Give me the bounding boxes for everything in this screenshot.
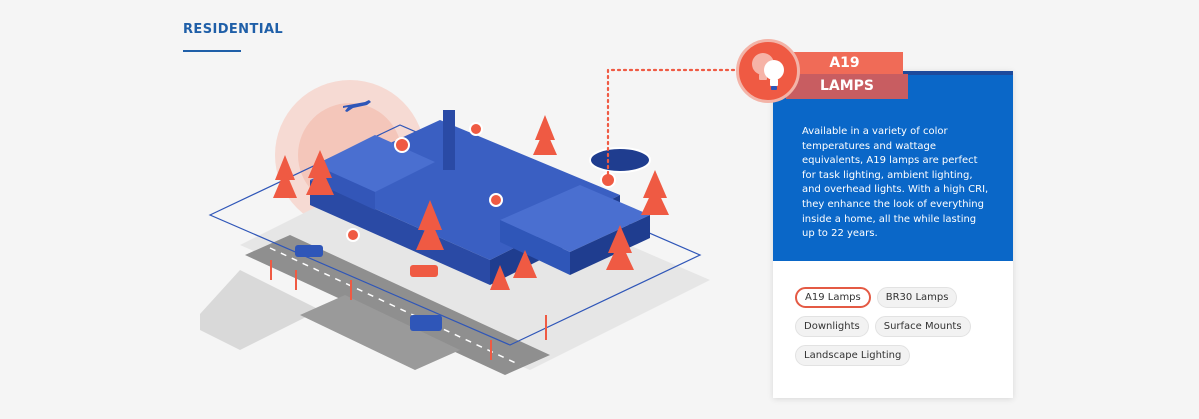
badge-title-line1: A19 bbox=[786, 52, 903, 74]
tag-downlights[interactable]: Downlights bbox=[795, 316, 869, 337]
hotspot-dot-icon[interactable] bbox=[394, 137, 410, 153]
tag-br30-lamps[interactable]: BR30 Lamps bbox=[876, 287, 958, 308]
tag-a19-lamps[interactable]: A19 Lamps bbox=[795, 287, 871, 308]
hotspot-dot-icon-active[interactable] bbox=[600, 172, 616, 188]
car-red bbox=[410, 265, 438, 277]
hotspot-dot-icon[interactable] bbox=[469, 122, 483, 136]
product-description: Available in a variety of color temperat… bbox=[802, 126, 989, 240]
hotspot-dot-icon[interactable] bbox=[489, 193, 503, 207]
product-card-header: Available in a variety of color temperat… bbox=[773, 75, 1013, 261]
tag-landscape-lighting[interactable]: Landscape Lighting bbox=[795, 345, 911, 366]
badge-circle bbox=[736, 39, 800, 103]
light-bulb-icon bbox=[752, 53, 784, 90]
chimney bbox=[443, 110, 455, 170]
badge-title-line2: LAMPS bbox=[786, 74, 908, 99]
hotspot-dot-icon[interactable] bbox=[346, 228, 360, 242]
tag-surface-mounts[interactable]: Surface Mounts bbox=[874, 316, 971, 337]
pool bbox=[589, 147, 651, 173]
title-underline bbox=[183, 50, 241, 52]
car-blue bbox=[295, 245, 323, 257]
airplane-icon bbox=[343, 100, 371, 112]
residential-illustration bbox=[200, 80, 710, 375]
section-title: RESIDENTIAL bbox=[183, 22, 284, 37]
truck bbox=[410, 315, 442, 331]
product-card: Available in a variety of color temperat… bbox=[773, 71, 1013, 398]
trees bbox=[273, 115, 669, 290]
product-tags: A19 Lamps BR30 Lamps Downlights Surface … bbox=[795, 287, 1005, 374]
road bbox=[245, 235, 550, 375]
